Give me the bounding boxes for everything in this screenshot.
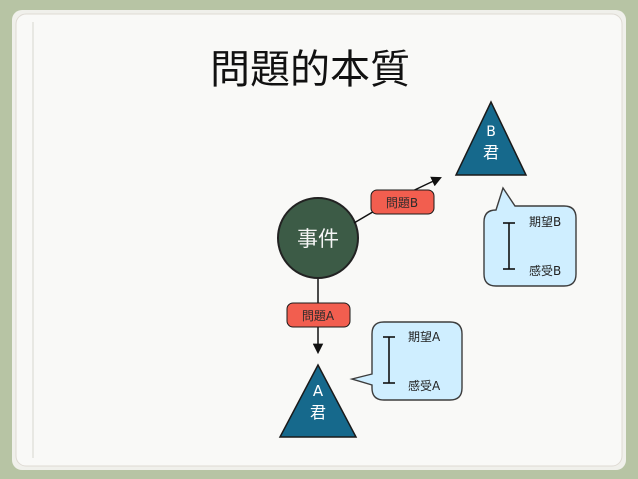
page-title: 問題的本質 <box>210 47 410 93</box>
expectation-b-label: 期望B <box>529 215 561 229</box>
callout-a <box>349 321 463 401</box>
person-b-label-line1: B <box>486 124 496 140</box>
event-label: 事件 <box>297 227 339 251</box>
expectation-a-label: 期望A <box>408 330 441 344</box>
callout-b <box>483 186 577 287</box>
person-a-node <box>278 363 358 438</box>
feeling-b-label: 感受B <box>529 263 561 278</box>
person-a-label-line1: A <box>313 382 324 400</box>
event-node <box>277 197 359 279</box>
person-b-node <box>454 100 528 176</box>
person-a-label-line2: 君 <box>310 403 326 422</box>
problem-b-badge <box>370 189 435 215</box>
problem-b-label: 問題B <box>386 196 418 210</box>
feeling-a-label: 感受A <box>408 378 441 393</box>
problem-a-badge <box>286 302 351 328</box>
problem-a-label: 問題A <box>302 309 335 323</box>
person-b-label-line2: 君 <box>483 143 499 162</box>
